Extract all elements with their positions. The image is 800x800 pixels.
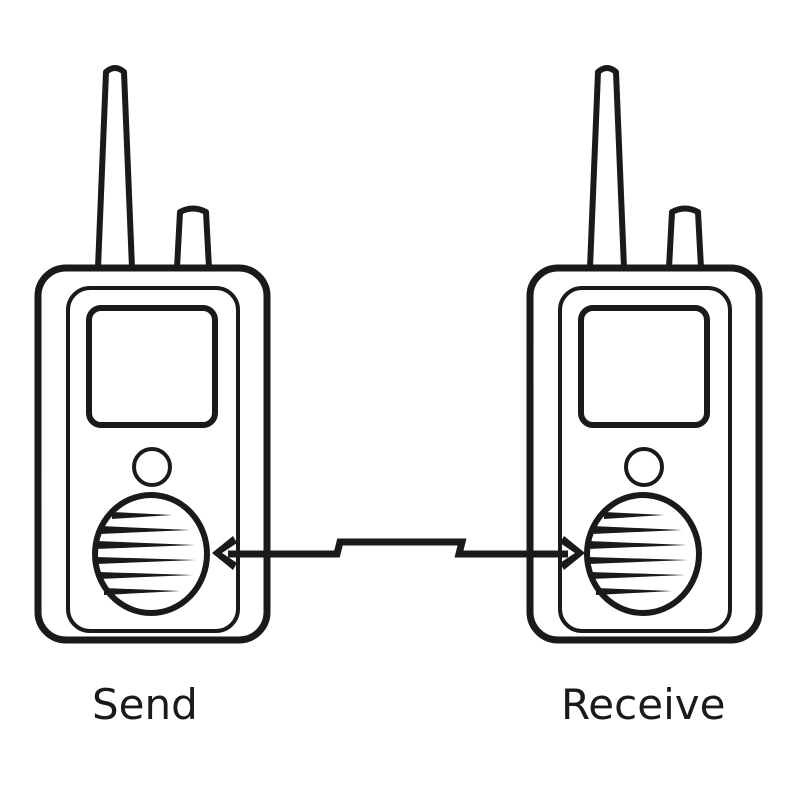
receive-label: Receive bbox=[561, 680, 726, 729]
send-label: Send bbox=[92, 680, 198, 729]
arrowhead-right bbox=[560, 536, 585, 570]
arrowhead-left bbox=[212, 536, 237, 570]
signal-arrow bbox=[212, 536, 585, 570]
